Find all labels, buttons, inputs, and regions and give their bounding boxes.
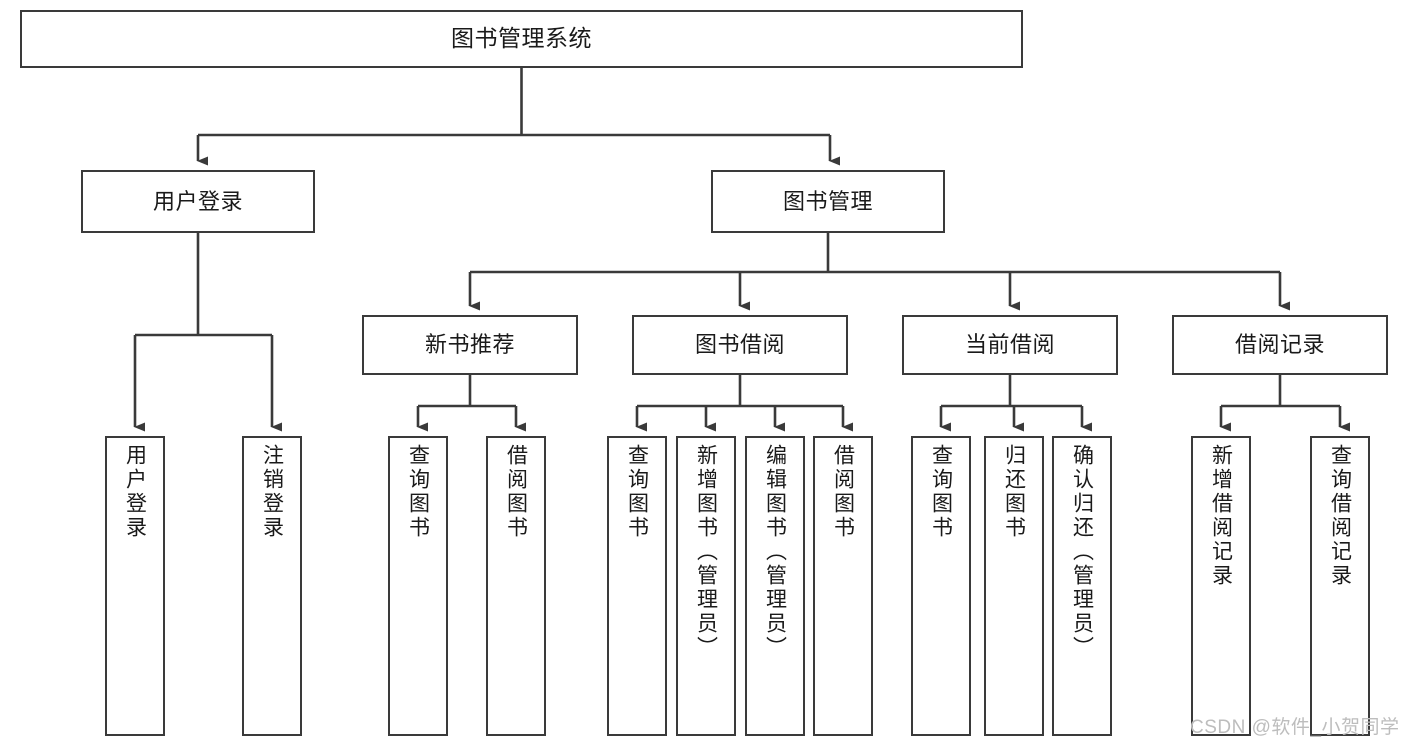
node-leaf-logout-label: 注销登录 [260, 444, 284, 540]
node-new-book-recommend-label: 新书推荐 [424, 332, 515, 358]
node-leaf-user-login[interactable]: 用户登录 [105, 436, 165, 736]
node-leaf-return-book-label: 归还图书 [1002, 444, 1026, 540]
node-leaf-borrow-book-1[interactable]: 借阅图书 [486, 436, 546, 736]
node-book-manage[interactable]: 图书管理 [711, 170, 945, 233]
node-user-login-label: 用户登录 [152, 188, 243, 214]
node-leaf-add-book-admin-label: 新增图书（管理员） [694, 444, 718, 660]
node-leaf-query-book-3-label: 查询图书 [929, 444, 953, 540]
node-book-manage-label: 图书管理 [782, 188, 873, 214]
node-root-label: 图书管理系统 [451, 25, 592, 52]
node-user-login[interactable]: 用户登录 [81, 170, 315, 233]
csdn-watermark: CSDN @软件_小贺同学 [1190, 717, 1400, 738]
node-book-borrow[interactable]: 图书借阅 [632, 315, 848, 375]
node-current-borrow-label: 当前借阅 [964, 332, 1055, 358]
node-leaf-query-book-1[interactable]: 查询图书 [388, 436, 448, 736]
node-new-book-recommend[interactable]: 新书推荐 [362, 315, 578, 375]
node-leaf-logout[interactable]: 注销登录 [242, 436, 302, 736]
node-leaf-user-login-label: 用户登录 [123, 444, 147, 540]
node-root-system[interactable]: 图书管理系统 [20, 10, 1023, 68]
node-leaf-borrow-book-2-label: 借阅图书 [831, 444, 855, 540]
node-leaf-query-book-2-label: 查询图书 [625, 444, 649, 540]
node-leaf-confirm-return-admin[interactable]: 确认归还（管理员） [1052, 436, 1112, 736]
node-leaf-confirm-return-admin-label: 确认归还（管理员） [1070, 444, 1094, 660]
node-leaf-borrow-book-2[interactable]: 借阅图书 [813, 436, 873, 736]
node-leaf-add-book-admin[interactable]: 新增图书（管理员） [676, 436, 736, 736]
node-borrow-record[interactable]: 借阅记录 [1172, 315, 1388, 375]
node-leaf-add-borrow-record[interactable]: 新增借阅记录 [1191, 436, 1251, 736]
node-current-borrow[interactable]: 当前借阅 [902, 315, 1118, 375]
node-leaf-borrow-book-1-label: 借阅图书 [504, 444, 528, 540]
node-leaf-edit-book-admin[interactable]: 编辑图书（管理员） [745, 436, 805, 736]
node-leaf-add-borrow-record-label: 新增借阅记录 [1209, 444, 1233, 588]
node-leaf-query-borrow-record[interactable]: 查询借阅记录 [1310, 436, 1370, 736]
node-book-borrow-label: 图书借阅 [694, 332, 785, 358]
node-leaf-query-book-3[interactable]: 查询图书 [911, 436, 971, 736]
node-leaf-return-book[interactable]: 归还图书 [984, 436, 1044, 736]
node-leaf-edit-book-admin-label: 编辑图书（管理员） [763, 444, 787, 660]
node-leaf-query-book-1-label: 查询图书 [406, 444, 430, 540]
node-borrow-record-label: 借阅记录 [1234, 332, 1325, 358]
node-leaf-query-book-2[interactable]: 查询图书 [607, 436, 667, 736]
node-leaf-query-borrow-record-label: 查询借阅记录 [1328, 444, 1352, 588]
